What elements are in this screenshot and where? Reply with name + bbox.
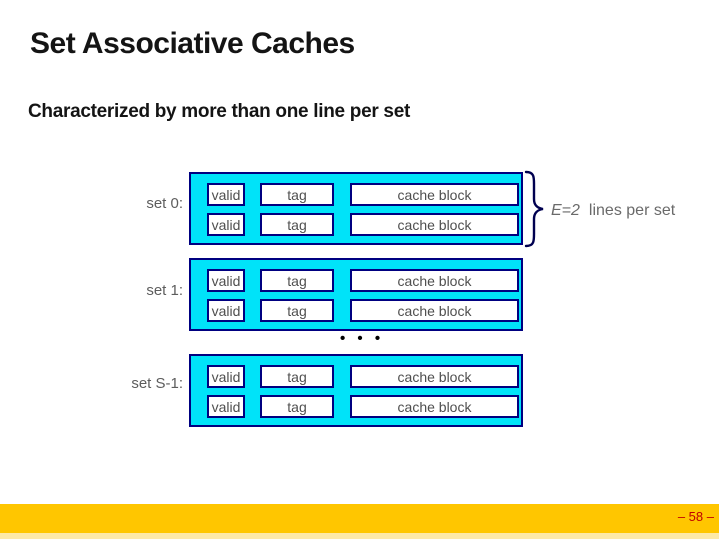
cache-block-cell: cache block — [350, 299, 519, 322]
tag-cell: tag — [260, 213, 334, 236]
cache-line-row: valid tag cache block — [207, 299, 521, 322]
cache-line-row: valid tag cache block — [207, 395, 521, 418]
tag-cell: tag — [260, 299, 334, 322]
cache-line-row: valid tag cache block — [207, 183, 521, 206]
footer-accent-bar — [0, 504, 719, 533]
cache-line-row: valid tag cache block — [207, 213, 521, 236]
set-s-1-box: valid tag cache block valid tag cache bl… — [189, 354, 523, 427]
valid-cell: valid — [207, 183, 245, 206]
valid-cell: valid — [207, 365, 245, 388]
valid-cell: valid — [207, 269, 245, 292]
footer-accent-strip — [0, 533, 719, 539]
lines-per-set-annotation: E=2 lines per set — [551, 202, 675, 220]
slide-subtitle: Characterized by more than one line per … — [28, 101, 410, 122]
cache-line-row: valid tag cache block — [207, 269, 521, 292]
tag-cell: tag — [260, 365, 334, 388]
cache-block-cell: cache block — [350, 183, 519, 206]
set-0-label: set 0: — [146, 195, 183, 212]
tag-cell: tag — [260, 269, 334, 292]
right-brace-shape — [524, 170, 546, 253]
set-0-box: valid tag cache block valid tag cache bl… — [189, 172, 523, 245]
lines-per-set-label: lines per set — [588, 202, 676, 219]
cache-block-cell: cache block — [350, 395, 519, 418]
page-title: Set Associative Caches — [30, 27, 355, 60]
valid-cell: valid — [207, 299, 245, 322]
cache-block-cell: cache block — [350, 365, 519, 388]
cache-line-row: valid tag cache block — [207, 365, 521, 388]
set-1-box: valid tag cache block valid tag cache bl… — [189, 258, 523, 331]
valid-cell: valid — [207, 213, 245, 236]
tag-cell: tag — [260, 395, 334, 418]
valid-cell: valid — [207, 395, 245, 418]
set-1-label: set 1: — [146, 282, 183, 299]
tag-cell: tag — [260, 183, 334, 206]
cache-block-cell: cache block — [350, 213, 519, 236]
set-s-1-label: set S-1: — [131, 375, 183, 392]
vertical-ellipsis: • • • — [340, 330, 385, 347]
e-equals-2-label: E=2 — [551, 202, 580, 219]
cache-block-cell: cache block — [350, 269, 519, 292]
page-number: – 58 – — [677, 509, 714, 524]
